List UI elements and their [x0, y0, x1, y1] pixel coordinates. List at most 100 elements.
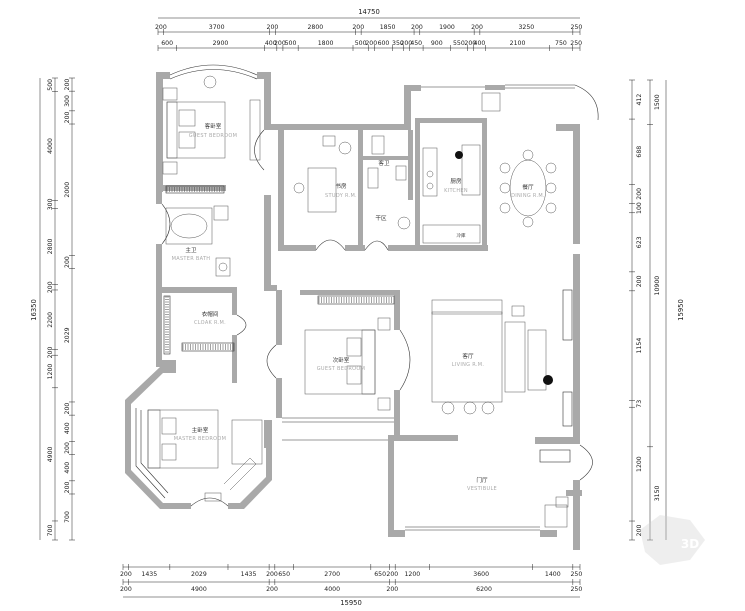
- label-guest-bedroom: 客卧室: [205, 122, 222, 130]
- top-dim-label: 2100: [510, 40, 526, 47]
- label-kitchen-storage: 冷库: [457, 232, 466, 239]
- label-kitchen: 厨房: [450, 177, 462, 185]
- top-dim-label: 1850: [380, 24, 396, 31]
- top-dim-label: 200: [411, 24, 423, 31]
- right-dim-label: 100: [636, 202, 643, 214]
- top-dim-label: 200: [464, 40, 476, 47]
- bottom-dim-label: 1435: [241, 571, 257, 578]
- bottom-dim-label: 650: [374, 571, 386, 578]
- label-vestibule: 门厅: [476, 476, 488, 484]
- top-dim-label: 3700: [209, 24, 225, 31]
- walls: [125, 72, 582, 550]
- right-dim-label: 73: [636, 400, 643, 408]
- bathtub: [165, 207, 213, 245]
- left-dim-label: 4000: [47, 138, 54, 154]
- label-second-bedroom: 次卧室: [333, 356, 350, 364]
- guest-bed: [166, 101, 226, 159]
- left-dim-label: 2000: [64, 182, 71, 198]
- watermark-text: 3D: [681, 537, 699, 551]
- left-dim-label: 200: [47, 347, 54, 359]
- label-cloak-en: CLOAK R.M.: [194, 320, 226, 326]
- top-dim-label: 550: [453, 40, 465, 47]
- right-dim-label: 1200: [636, 456, 643, 472]
- top-dim-label: 200: [471, 24, 483, 31]
- left-dim-label: 300: [47, 198, 54, 210]
- top-dim-label: 400: [474, 40, 486, 47]
- left-dim-label: 2200: [47, 312, 54, 328]
- label-cloak: 衣帽间: [202, 310, 219, 318]
- bottom-dim-label: 200: [120, 586, 132, 593]
- right-dim-label: 200: [636, 188, 643, 200]
- left-dim-label: 300: [64, 95, 71, 107]
- left-dim-label: 2800: [47, 239, 54, 255]
- top-dim-label: 500: [285, 40, 297, 47]
- top-dim-label: 600: [378, 40, 390, 47]
- top-dim-label: 3250: [518, 24, 534, 31]
- bottom-dim-label: 1400: [545, 571, 561, 578]
- label-master-bedroom: 主卧室: [192, 426, 209, 434]
- bottom-dim-label: 250: [571, 571, 583, 578]
- left-total-dim: 16350: [30, 299, 38, 321]
- label-master-bath-en: MASTER BATH: [172, 256, 211, 262]
- wardrobe-hatches: [165, 187, 392, 353]
- bottom-dim-label: 2029: [191, 571, 207, 578]
- label-living-en: LIVING R.M.: [452, 362, 485, 368]
- top-dim-label: 350: [392, 40, 404, 47]
- top-dim-label: 250: [571, 24, 583, 31]
- watermark-logo: 3D: [640, 515, 705, 565]
- label-master-bath: 主卫: [185, 246, 197, 254]
- label-vestibule-en: VESTIBULE: [467, 486, 497, 492]
- bottom-dim-label: 6200: [476, 586, 492, 593]
- bottom-dim-label: 250: [571, 586, 583, 593]
- bottom-dim-label: 200: [386, 586, 398, 593]
- left-dim-label: 2029: [64, 327, 71, 343]
- bottom-total-dim: 15950: [340, 599, 362, 607]
- top-dim-label: 450: [410, 40, 422, 47]
- top-dim-label: 2800: [307, 24, 323, 31]
- bottom-dim-label: 4000: [324, 586, 340, 593]
- bottom-dim-label: 1435: [141, 571, 157, 578]
- top-dim-label: 600: [161, 40, 173, 47]
- top-dim-label: 200: [352, 24, 364, 31]
- top-dim-label: 750: [555, 40, 567, 47]
- top-dim-label: 250: [570, 40, 582, 47]
- bottom-dim-label: 4900: [191, 586, 207, 593]
- top-dim-label: 900: [431, 40, 443, 47]
- top-dim-label: 2900: [213, 40, 229, 47]
- right-dim-label: 3150: [654, 485, 661, 501]
- right-dim-label: 10900: [654, 276, 661, 296]
- bottom-dim-label: 200: [386, 571, 398, 578]
- right-dim-label: 200: [636, 525, 643, 537]
- top-dim-label: 500: [355, 40, 367, 47]
- sofa: [431, 311, 503, 403]
- left-dim-label: 200: [64, 79, 71, 91]
- bottom-dim-label: 2700: [324, 571, 340, 578]
- room-labels: 客卧室 GUEST BEDROOM 书房 STUDY R.M. 客卫 干区 厨房…: [172, 122, 545, 492]
- top-dim-label: 1900: [439, 24, 455, 31]
- left-dim-label: 200: [64, 442, 71, 454]
- label-study: 书房: [335, 182, 347, 190]
- thin-lines: [135, 64, 599, 531]
- left-dim-label: 4900: [47, 446, 54, 462]
- bottom-dim-label: 3600: [473, 571, 489, 578]
- top-dim-label: 400: [265, 40, 277, 47]
- label-guest-bath: 客卫: [378, 159, 390, 167]
- label-dining: 餐厅: [522, 183, 534, 191]
- label-kitchen-en: KITCHEN: [444, 188, 468, 194]
- top-dim-label: 200: [274, 40, 286, 47]
- bottom-dim-label: 1200: [405, 571, 421, 578]
- bottom-dim-label: 200: [120, 571, 132, 578]
- right-dim-label: 1154: [636, 338, 643, 354]
- left-dim-label: 200: [64, 403, 71, 415]
- left-dim-label: 200: [64, 481, 71, 493]
- right-dim-label: 623: [636, 236, 643, 248]
- bottom-dim-label: 650: [278, 571, 290, 578]
- label-second-bedroom-en: GUEST BEDROOM: [317, 366, 366, 372]
- label-guest-bedroom-en: GUEST BEDROOM: [189, 133, 238, 139]
- top-dim-label: 1800: [318, 40, 334, 47]
- study-desk: [307, 167, 337, 213]
- top-dim-label: 200: [267, 24, 279, 31]
- left-dim-label: 200: [64, 111, 71, 123]
